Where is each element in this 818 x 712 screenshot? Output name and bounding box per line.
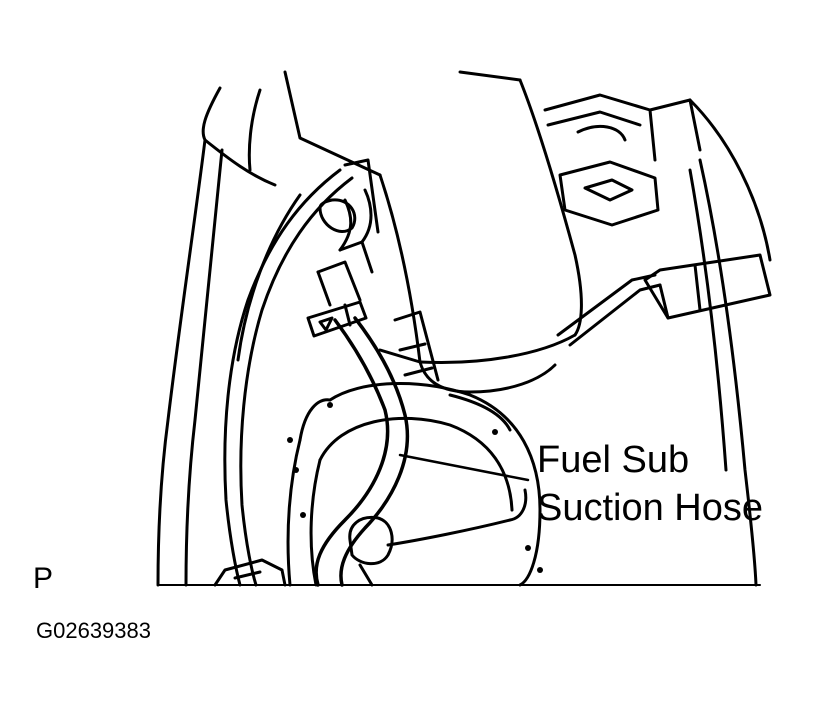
hose-clamp [306, 300, 368, 338]
flange-bolts [287, 402, 543, 573]
outlet-pipe [393, 310, 440, 382]
right-frame [688, 158, 758, 587]
view-letter: P [33, 562, 54, 595]
figure-code: G02639383 [36, 618, 151, 643]
connector-strap [556, 253, 772, 347]
callout-leader-line [398, 453, 530, 482]
callout-label-line-2: Suction Hose [537, 487, 764, 529]
mounting-bracket [543, 93, 772, 262]
pump-flange [286, 382, 542, 587]
callout-label-line-1: Fuel Sub [537, 439, 690, 481]
tank-housing [283, 70, 583, 394]
elbow-connector [348, 488, 528, 587]
wiring-harness [223, 168, 354, 587]
lower-bracket [213, 558, 287, 587]
pipe-fitting [316, 158, 380, 307]
left-body-panel [156, 86, 277, 587]
fuel-sub-suction-hose [314, 316, 410, 587]
